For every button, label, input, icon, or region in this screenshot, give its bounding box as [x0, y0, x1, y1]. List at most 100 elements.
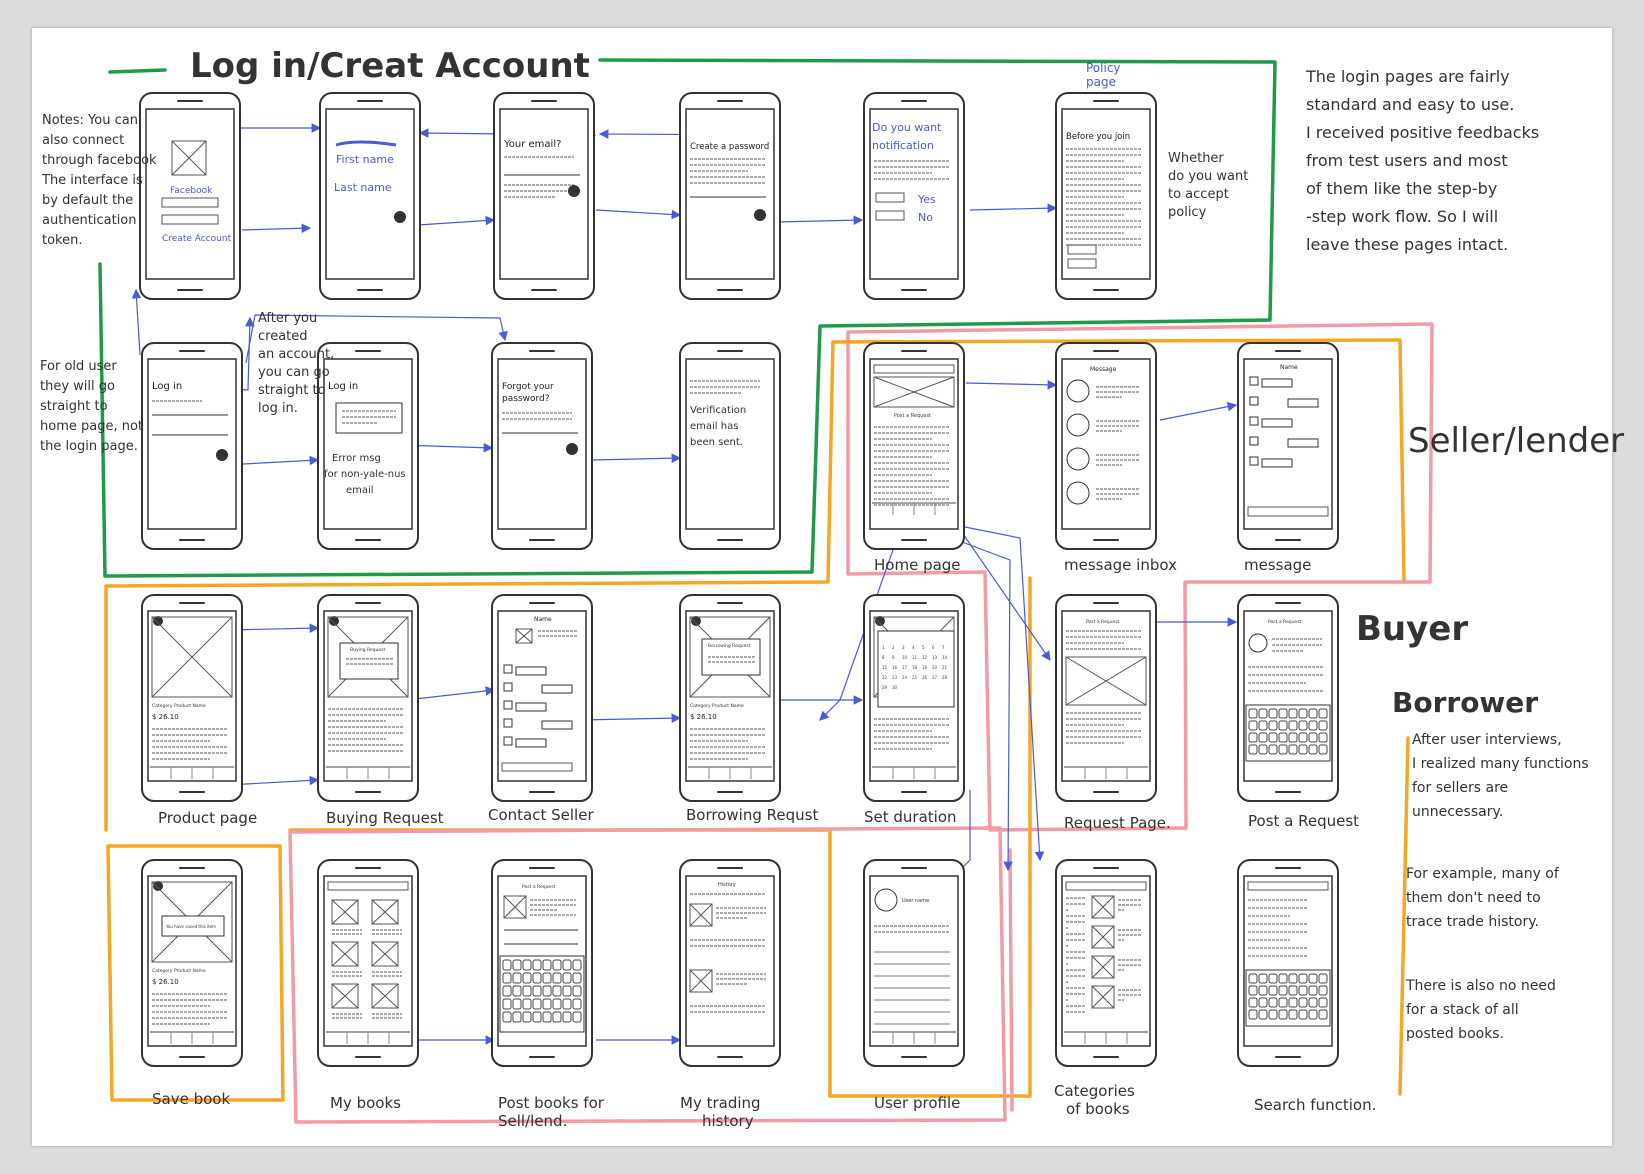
caption-s14: Product page — [158, 809, 257, 827]
key — [1298, 973, 1308, 984]
caption-s26: Categories — [1054, 1082, 1135, 1100]
image-placeholder — [171, 140, 207, 176]
note-after-interviews: I realized many functions — [1412, 756, 1589, 772]
image-cross — [873, 376, 955, 408]
calendar-day: 27 — [932, 675, 938, 680]
calendar-day: 16 — [892, 665, 898, 670]
key — [1248, 997, 1258, 1008]
key — [1298, 744, 1308, 755]
key — [1258, 1009, 1268, 1020]
accept-button — [1067, 244, 1097, 255]
section-title-login: Log in/Creat Account — [190, 46, 590, 86]
seller-region — [846, 322, 1434, 832]
chat-bubble — [1261, 418, 1293, 428]
key — [1248, 708, 1258, 719]
calendar-day: 26 — [922, 675, 928, 680]
note-whether: do you want — [1168, 169, 1248, 184]
phone-display — [685, 875, 775, 1047]
image-cross — [689, 903, 713, 927]
image-placeholder — [1065, 656, 1147, 706]
note-login-left: Notes: You can — [42, 113, 138, 128]
key — [1268, 732, 1278, 743]
screen-title: Your email? — [503, 139, 561, 150]
key — [1248, 973, 1258, 984]
phone-s12: Message — [1055, 342, 1157, 550]
key — [522, 1011, 532, 1023]
calendar-day: 19 — [922, 665, 928, 670]
back-icon — [329, 616, 339, 626]
note-after-created: created — [258, 329, 308, 344]
key — [552, 959, 562, 971]
note-login-right: standard and easy to use. — [1306, 95, 1514, 114]
key — [522, 959, 532, 971]
back-icon — [153, 881, 163, 891]
handwriting: First name — [336, 153, 394, 166]
image-placeholder — [873, 376, 955, 408]
key — [1308, 985, 1318, 996]
next-button — [216, 449, 228, 461]
flow-arrow — [245, 314, 508, 364]
phone-display — [869, 875, 959, 1047]
note-after-interviews: for a stack of all — [1406, 1002, 1519, 1018]
handwriting: for non-yale-nus — [324, 469, 406, 480]
flow-arrow — [775, 215, 864, 225]
note-login-right: The login pages are fairly — [1305, 67, 1510, 86]
phone-s22 — [317, 859, 419, 1067]
my-books-region — [288, 826, 1007, 1124]
checkbox — [503, 664, 513, 674]
handwriting: Last name — [334, 181, 392, 194]
calendar-day: 7 — [942, 645, 945, 650]
key — [1308, 973, 1318, 984]
next-button — [754, 209, 766, 221]
image-cross — [515, 628, 533, 644]
handwriting: Do you want — [872, 121, 942, 134]
phone-display — [685, 610, 775, 782]
screen-title: User name — [902, 898, 929, 904]
caption-s26: of books — [1066, 1100, 1130, 1118]
chat-bubble — [1287, 438, 1319, 448]
screen-title: Post a Request — [1268, 619, 1302, 625]
product-name: Category Product Name — [152, 968, 206, 974]
keyboard — [499, 955, 585, 1033]
back-icon — [153, 616, 163, 626]
checkbox — [1249, 436, 1259, 446]
key — [1278, 720, 1288, 731]
product-name: Category Product Name — [152, 703, 206, 709]
image-cross — [1065, 656, 1147, 706]
note-login-right: I received positive feedbacks — [1306, 123, 1539, 142]
key — [1318, 973, 1328, 984]
note-login-left: authentication — [42, 213, 137, 228]
key — [1258, 744, 1268, 755]
note-whether: policy — [1168, 205, 1207, 220]
calendar — [877, 630, 955, 708]
image-placeholder — [331, 899, 359, 925]
calendar-day: 10 — [902, 655, 908, 660]
calendar-day: 3 — [902, 645, 905, 650]
image-cross — [689, 969, 713, 993]
key — [552, 985, 562, 997]
price-text: $ 26.10 — [690, 713, 717, 721]
handwriting: been sent. — [690, 437, 743, 448]
note-after-interviews: posted books. — [1406, 1026, 1504, 1042]
image-cross — [151, 616, 233, 698]
screen-title: Create a password — [690, 142, 769, 152]
key — [1288, 732, 1298, 743]
key — [1258, 985, 1268, 996]
handwriting: Yes — [917, 193, 936, 206]
note-policy-page: page — [1086, 75, 1116, 89]
image-placeholder — [327, 616, 409, 698]
key — [572, 985, 582, 997]
search-bar — [1247, 881, 1329, 891]
calendar-day: 1 — [882, 645, 885, 650]
caption-s18: Set duration — [864, 808, 957, 826]
phone-s16: Name — [491, 594, 593, 802]
calendar-day: 23 — [892, 675, 898, 680]
calendar-day: 5 — [922, 645, 925, 650]
key — [542, 985, 552, 997]
key — [1298, 720, 1308, 731]
key — [532, 1011, 542, 1023]
key — [1288, 973, 1298, 984]
handwriting: email has — [690, 421, 738, 432]
